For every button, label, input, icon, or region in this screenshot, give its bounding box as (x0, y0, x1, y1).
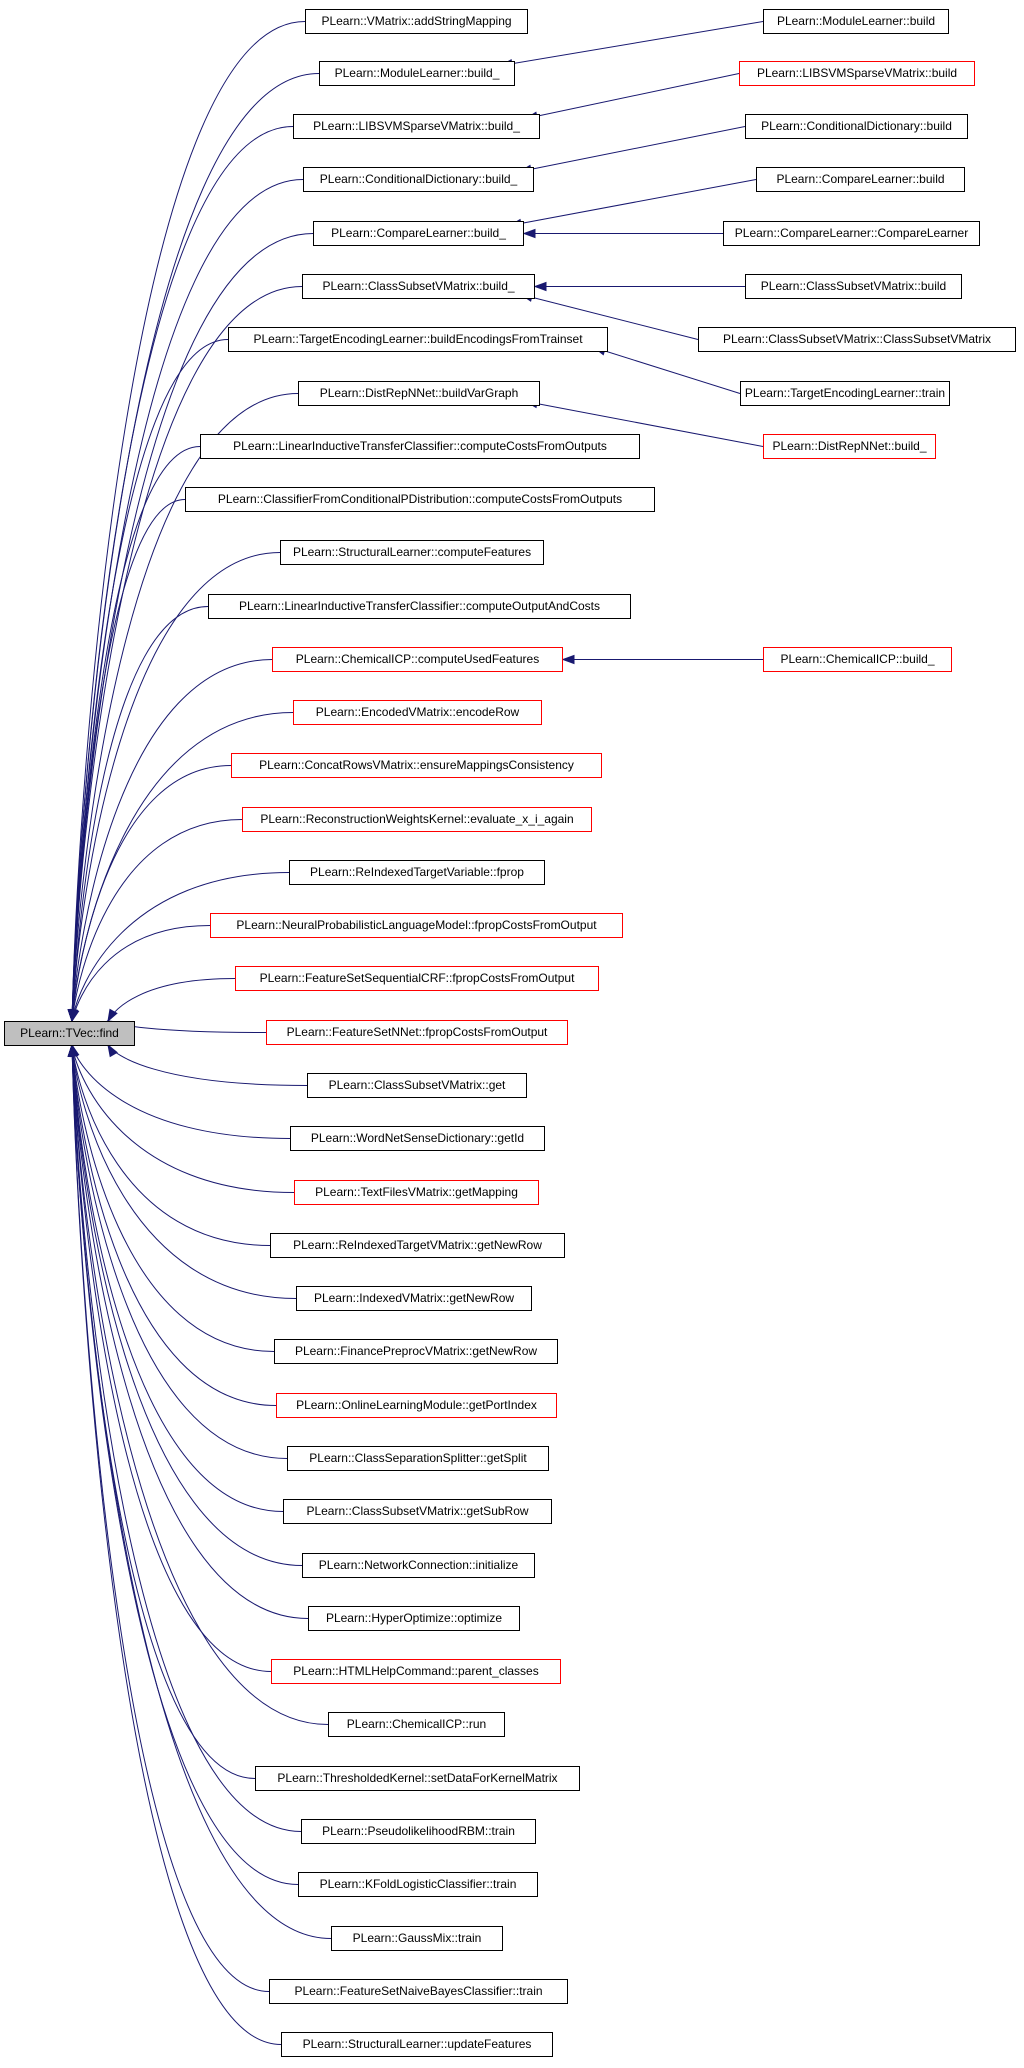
node-re-indexed-target-variable-fprop[interactable]: PLearn::ReIndexedTargetVariable::fprop (289, 860, 545, 885)
node-hyper-optimize-optimize[interactable]: PLearn::HyperOptimize::optimize (308, 1606, 520, 1631)
call-edge (71, 393, 299, 1022)
node-indexed-vmatrix-get-new-row[interactable]: PLearn::IndexedVMatrix::getNewRow (296, 1286, 532, 1311)
call-edge (71, 1044, 256, 1779)
call-edge (71, 499, 186, 1022)
call-edge (593, 347, 741, 394)
node-concat-rows-vmatrix-ensure-mappings-consistency[interactable]: PLearn::ConcatRowsVMatrix::ensureMapping… (231, 753, 602, 778)
node-dist-rep-nnet-build[interactable]: PLearn::DistRepNNet::build_ (763, 434, 936, 459)
call-edge-arrow (522, 228, 536, 239)
call-edge (71, 819, 243, 1022)
node-class-separation-splitter-get-split[interactable]: PLearn::ClassSeparationSplitter::getSpli… (287, 1446, 549, 1471)
node-conditional-dictionary-build[interactable]: PLearn::ConditionalDictionary::build (745, 114, 968, 139)
node-compare-learner-compare-learner[interactable]: PLearn::CompareLearner::CompareLearner (723, 221, 980, 246)
call-edge (71, 1044, 291, 1139)
call-edge (71, 21, 306, 1022)
call-edge-arrow (533, 281, 547, 292)
node-target-encoding-learner-build-encodings-from-trainset[interactable]: PLearn::TargetEncodingLearner::buildEnco… (228, 327, 608, 352)
call-edge-arrow (107, 1008, 118, 1023)
node-gauss-mix-train[interactable]: PLearn::GaussMix::train (331, 1926, 503, 1951)
node-module-learner-build[interactable]: PLearn::ModuleLearner::build (763, 9, 949, 34)
node-chemical-icp-run[interactable]: PLearn::ChemicalICP::run (328, 1712, 505, 1737)
node-class-subset-vmatrix-build[interactable]: PLearn::ClassSubsetVMatrix::build_ (302, 274, 535, 299)
node-word-net-sense-dictionary-get-id[interactable]: PLearn::WordNetSenseDictionary::getId (290, 1126, 545, 1151)
call-edge (71, 1044, 309, 1619)
node-network-connection-initialize[interactable]: PLearn::NetworkConnection::initialize (302, 1553, 535, 1578)
node-structural-learner-update-features[interactable]: PLearn::StructuralLearner::updateFeature… (281, 2032, 553, 2057)
node-htmlhelp-command-parent-classes[interactable]: PLearn::HTMLHelpCommand::parent_classes (271, 1659, 561, 1684)
call-edge (71, 1044, 329, 1725)
node-linear-inductive-transfer-classifier-compute-costs-from-outputs[interactable]: PLearn::LinearInductiveTransferClassifie… (200, 434, 640, 459)
node-pseudolikelihood-rbm-train[interactable]: PLearn::PseudolikelihoodRBM::train (301, 1819, 536, 1844)
node-class-subset-vmatrix-get-sub-row[interactable]: PLearn::ClassSubsetVMatrix::getSubRow (283, 1499, 552, 1524)
call-edge (519, 126, 746, 172)
node-class-subset-vmatrix-class-subset-vmatrix[interactable]: PLearn::ClassSubsetVMatrix::ClassSubsetV… (698, 327, 1016, 352)
call-edge (71, 1044, 288, 1459)
node-module-learner-build[interactable]: PLearn::ModuleLearner::build_ (319, 61, 515, 86)
call-edge-arrow (107, 1043, 118, 1058)
call-edge (71, 1044, 303, 1566)
call-edge (71, 552, 281, 1022)
call-edge (71, 1044, 284, 1512)
node-feature-set-sequential-crf-fprop-costs-from-output[interactable]: PLearn::FeatureSetSequentialCRF::fpropCo… (235, 966, 599, 991)
node-thresholded-kernel-set-data-for-kernel-matrix[interactable]: PLearn::ThresholdedKernel::setDataForKer… (255, 1766, 580, 1791)
call-edge (71, 1044, 275, 1352)
node-classifier-from-conditional-pdistribution-compute-costs-from-outputs[interactable]: PLearn::ClassifierFromConditionalPDistri… (185, 487, 655, 512)
call-edge (71, 1044, 297, 1299)
call-edge (525, 401, 764, 447)
node-vmatrix-add-string-mapping[interactable]: PLearn::VMatrix::addStringMapping (305, 9, 528, 34)
node-dist-rep-nnet-build-var-graph[interactable]: PLearn::DistRepNNet::buildVarGraph (298, 381, 540, 406)
call-edges (67, 21, 764, 2045)
call-edge (509, 179, 757, 226)
node-structural-learner-compute-features[interactable]: PLearn::StructuralLearner::computeFeatur… (280, 540, 544, 565)
node-class-subset-vmatrix-build[interactable]: PLearn::ClassSubsetVMatrix::build (745, 274, 962, 299)
call-edge (520, 294, 699, 340)
node-chemical-icp-build[interactable]: PLearn::ChemicalICP::build_ (763, 647, 952, 672)
call-edge (107, 1044, 308, 1086)
node-finance-preproc-vmatrix-get-new-row[interactable]: PLearn::FinancePreprocVMatrix::getNewRow (274, 1339, 558, 1364)
call-edge (71, 1044, 295, 1193)
call-edge (71, 1044, 299, 1885)
call-edge (71, 1044, 270, 1992)
call-edge-arrow (70, 1008, 80, 1023)
node-libsvmsparse-vmatrix-build[interactable]: PLearn::LIBSVMSparseVMatrix::build_ (293, 114, 540, 139)
node-neural-probabilistic-language-model-fprop-costs-from-output[interactable]: PLearn::NeuralProbabilisticLanguageModel… (210, 913, 623, 938)
node-chemical-icp-compute-used-features[interactable]: PLearn::ChemicalICP::computeUsedFeatures (272, 647, 563, 672)
call-edge (500, 21, 764, 66)
call-edge-arrow (67, 1043, 77, 1057)
call-edge-arrow (561, 654, 575, 665)
call-edge (107, 978, 236, 1022)
node-text-files-vmatrix-get-mapping[interactable]: PLearn::TextFilesVMatrix::getMapping (294, 1180, 539, 1205)
node-compare-learner-build[interactable]: PLearn::CompareLearner::build (756, 167, 965, 192)
node-feature-set-naive-bayes-classifier-train[interactable]: PLearn::FeatureSetNaiveBayesClassifier::… (269, 1979, 568, 2004)
call-edge (71, 1044, 277, 1406)
root-node-tvec-find[interactable]: PLearn::TVec::find (4, 1021, 135, 1046)
call-edge (71, 606, 209, 1022)
call-edge (71, 1044, 302, 1832)
call-edge (71, 1044, 282, 2045)
call-edge (71, 872, 290, 1022)
call-edge (71, 126, 294, 1022)
node-re-indexed-target-vmatrix-get-new-row[interactable]: PLearn::ReIndexedTargetVMatrix::getNewRo… (270, 1233, 565, 1258)
node-linear-inductive-transfer-classifier-compute-output-and-costs[interactable]: PLearn::LinearInductiveTransferClassifie… (208, 594, 631, 619)
call-edge (71, 1044, 271, 1246)
node-encoded-vmatrix-encode-row[interactable]: PLearn::EncodedVMatrix::encodeRow (293, 700, 542, 725)
node-class-subset-vmatrix-get[interactable]: PLearn::ClassSubsetVMatrix::get (307, 1073, 527, 1098)
node-compare-learner-build[interactable]: PLearn::CompareLearner::build_ (313, 221, 524, 246)
node-kfold-logistic-classifier-train[interactable]: PLearn::KFoldLogisticClassifier::train (298, 1872, 538, 1897)
node-feature-set-nnet-fprop-costs-from-output[interactable]: PLearn::FeatureSetNNet::fpropCostsFromOu… (266, 1020, 568, 1045)
node-target-encoding-learner-train[interactable]: PLearn::TargetEncodingLearner::train (740, 381, 950, 406)
node-reconstruction-weights-kernel-evaluate-x-i-again[interactable]: PLearn::ReconstructionWeightsKernel::eva… (242, 807, 592, 832)
call-edge (525, 73, 740, 119)
call-edge (71, 765, 232, 1022)
call-edge (71, 1044, 332, 1939)
call-edge (71, 659, 273, 1022)
node-conditional-dictionary-build[interactable]: PLearn::ConditionalDictionary::build_ (303, 167, 534, 192)
node-libsvmsparse-vmatrix-build[interactable]: PLearn::LIBSVMSparseVMatrix::build (739, 61, 975, 86)
node-online-learning-module-get-port-index[interactable]: PLearn::OnlineLearningModule::getPortInd… (276, 1393, 557, 1418)
